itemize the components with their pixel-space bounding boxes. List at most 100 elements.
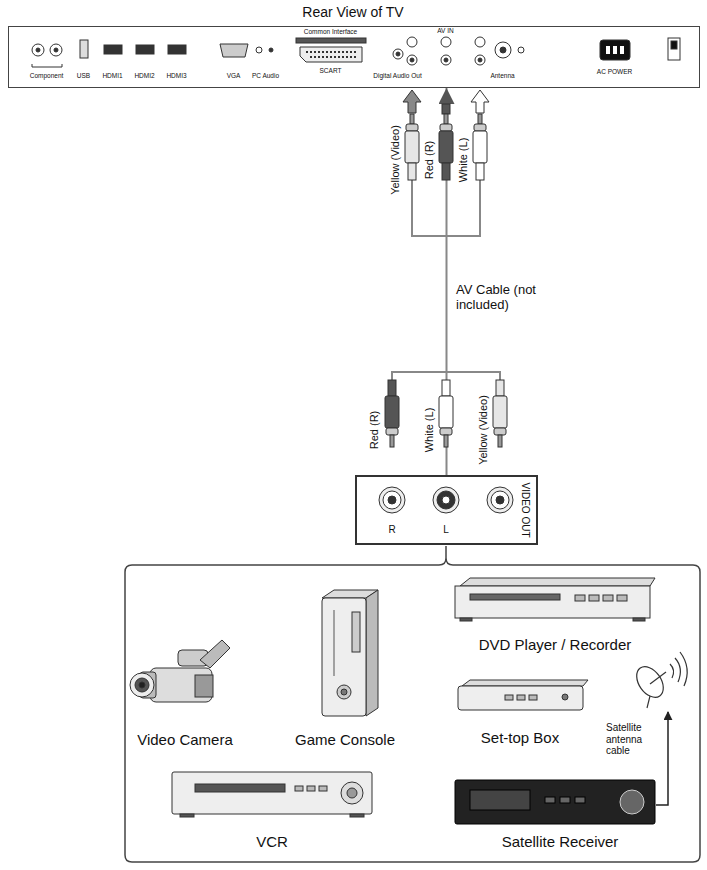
device-label: VCR [256,833,288,850]
vcr [172,772,372,814]
port-label: HDMI3 [166,72,186,79]
cable-wires [392,372,500,380]
dvd-player [589,595,599,601]
port-label: VGA [227,72,241,79]
satellite-receiver [470,790,530,810]
dvd-player [470,594,560,600]
set-top-box [458,680,588,710]
rca-plug [385,114,507,447]
tv-rear-panel: ComponentUSBHDMI1HDMI2HDMI3VGAPC AudioCo… [8,26,700,88]
game-console [366,590,378,716]
device-bracket [125,546,700,862]
cable-color-label: Yellow (Video) [389,125,402,195]
rca-jack [437,491,455,509]
rca-plug [405,131,419,163]
video-camera [130,673,154,697]
cable-color-label: Red (R) [423,141,436,180]
dvd-player [455,586,650,618]
tv-ports [478,58,482,62]
set-top-box [562,694,568,700]
tv-ports [500,47,506,53]
rca-jack [388,496,396,504]
tv-ports [220,44,248,57]
port-label: AV IN [437,27,454,34]
video-camera [135,678,149,692]
set-top-box [458,686,583,710]
tv-ports [407,55,417,65]
tv-ports [668,38,680,60]
dvd-player [455,578,655,621]
device-label: Set-top Box [481,729,559,746]
port-label: Component [30,72,64,79]
antenna-cable [656,712,668,805]
cable-color-label: White (L) [457,138,470,183]
tv-ports [168,45,186,54]
rca-plug [474,124,486,131]
rca-plug [408,163,416,180]
rca-plug [493,396,507,428]
tv-ports [600,40,630,60]
dvd-player [575,595,585,601]
tv-ports [407,37,417,47]
rca-plug [478,114,482,124]
port-label: PC Audio [252,72,279,79]
device-label: DVD Player / Recorder [479,636,632,653]
input-arrows [403,90,421,113]
av-output-panel: RLVIDEO OUT [355,475,538,545]
rca-plug [498,435,502,447]
tv-ports [393,49,403,59]
set-top-box [462,680,588,686]
tv-ports [306,51,358,53]
tv-ports [441,55,451,65]
game-console [322,598,366,716]
satellite-dish [631,652,687,708]
satellite-dish [680,652,687,686]
port-label: Common Interface [304,28,357,35]
dvd-player [460,618,472,621]
rca-plug [442,163,450,180]
dvd-player [460,578,655,586]
vcr [195,784,285,792]
video-camera [150,668,212,702]
video-camera [139,682,145,688]
device-bracket [125,855,700,862]
tv-ports [606,46,610,54]
rca-plug [390,435,394,447]
rca-plug [476,163,484,180]
tv-ports [50,44,62,56]
tv-ports [136,45,154,54]
satellite-receiver [455,780,655,824]
game-console [341,689,347,695]
dvd-player [603,595,613,601]
cable-note: Satellite antenna cable [606,722,658,757]
rca-plug [444,114,448,124]
port-label: SCART [320,67,342,74]
tv-ports [104,45,122,54]
device-bracket [125,546,700,855]
port-label: Antenna [490,72,514,79]
tv-ports [269,48,273,52]
tv-ports [410,58,414,62]
device-label: Satellite Receiver [502,833,619,850]
jack-label: VIDEO OUT [519,482,531,537]
rca-plug [496,380,504,396]
satellite-dish [670,664,674,678]
vcr [319,786,327,791]
set-top-box [505,695,513,700]
rca-plug [494,428,506,435]
tv-ports [32,64,62,67]
cable-color-label: White (L) [423,408,436,453]
jack-label: L [443,524,449,536]
satellite-receiver [620,790,644,814]
tv-ports [475,55,485,65]
tv-ports [80,40,88,58]
rca-plug [439,131,453,163]
tv-ports [256,47,262,53]
tv-ports [441,37,451,47]
cable-color-label: Yellow (Video) [477,395,490,465]
cable-color-label: Red (R) [368,411,381,450]
tv-ports [495,42,511,58]
rca-plug [439,396,453,428]
port-label: AC POWER [597,68,632,75]
